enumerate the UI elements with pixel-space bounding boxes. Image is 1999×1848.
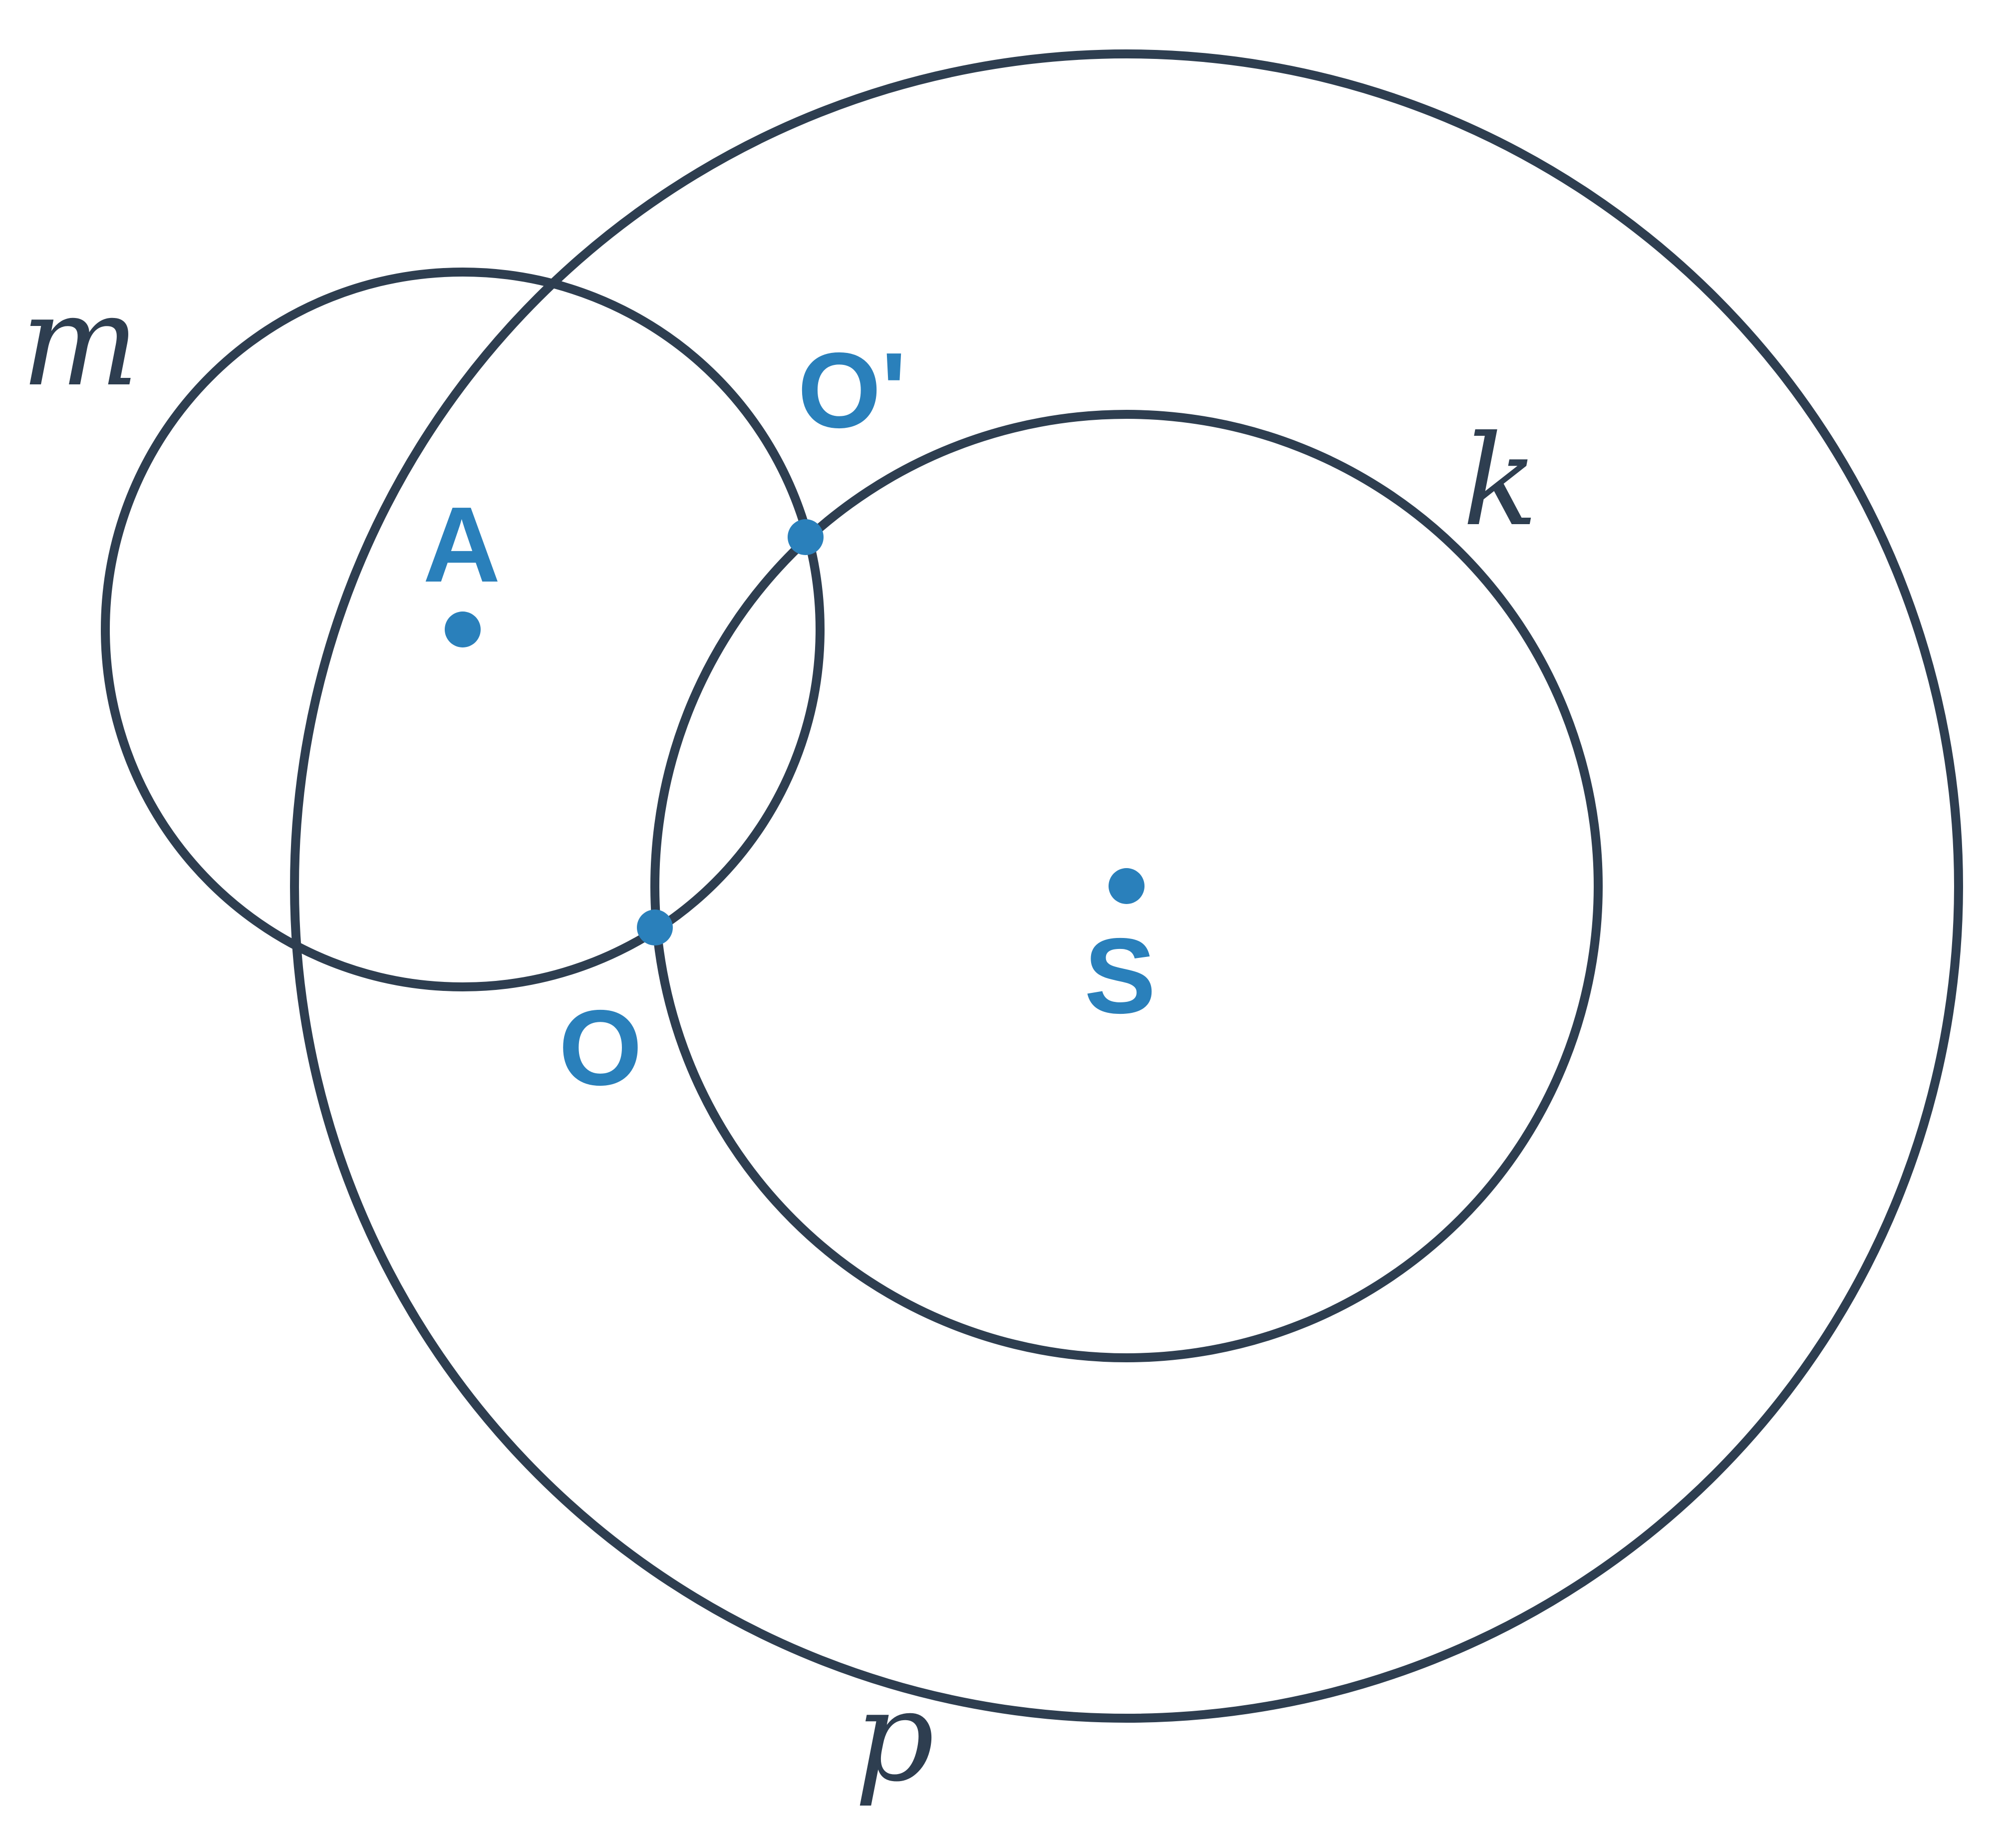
point-s	[1109, 868, 1144, 904]
label-point-o: O	[559, 987, 642, 1108]
label-circle-k: k	[1462, 408, 1538, 554]
label-circle-p: p	[855, 1664, 934, 1809]
label-point-a: A	[423, 484, 500, 605]
label-point-o-prime: O'	[798, 330, 906, 450]
circle-m	[101, 268, 825, 991]
label-circle-m: m	[21, 269, 139, 414]
circle-p	[290, 49, 1963, 1723]
circle-k	[650, 410, 1603, 1362]
point-o-prime	[788, 519, 824, 555]
point-o	[637, 910, 673, 945]
point-a	[445, 612, 481, 647]
label-point-s: S	[1084, 916, 1155, 1036]
